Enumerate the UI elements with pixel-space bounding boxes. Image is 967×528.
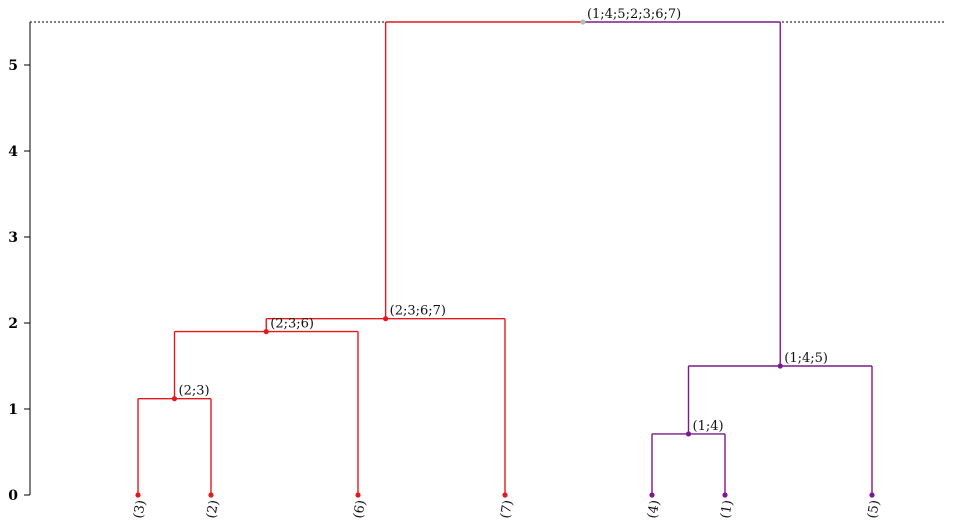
merge-point (580, 19, 586, 25)
leaf-label: (2) (204, 499, 222, 520)
leaf-label: (6) (351, 499, 369, 520)
merge-label: (2;3) (179, 384, 210, 399)
y-tick-label: 5 (8, 58, 18, 74)
y-tick-label: 1 (8, 402, 18, 418)
y-tick-label: 4 (8, 144, 18, 160)
y-tick-label: 0 (8, 488, 18, 504)
leaf-label: (4) (645, 499, 663, 520)
merge-label: (1;4;5;2;3;6;7) (587, 7, 681, 22)
leaf-label: (3) (131, 499, 149, 520)
dendrogram-labels: (3) (2) (6) (7) (4) (1) (5) (2;3) (2;3;6) (2;3;6;… (131, 7, 883, 520)
merge-label: (1;4) (693, 419, 724, 434)
merge-label: (1;4;5) (784, 351, 828, 366)
y-tick-label: 3 (8, 230, 18, 246)
leaf-label: (1) (718, 499, 736, 520)
y-axis: 0 1 2 3 4 5 (8, 22, 31, 504)
leaf-label: (5) (865, 499, 883, 520)
y-tick-label: 2 (8, 316, 18, 332)
merge-label: (2;3;6) (270, 317, 314, 332)
dendrogram-tree (30, 19, 945, 498)
leaf-label: (7) (498, 499, 516, 520)
merge-label: (2;3;6;7) (390, 304, 446, 319)
